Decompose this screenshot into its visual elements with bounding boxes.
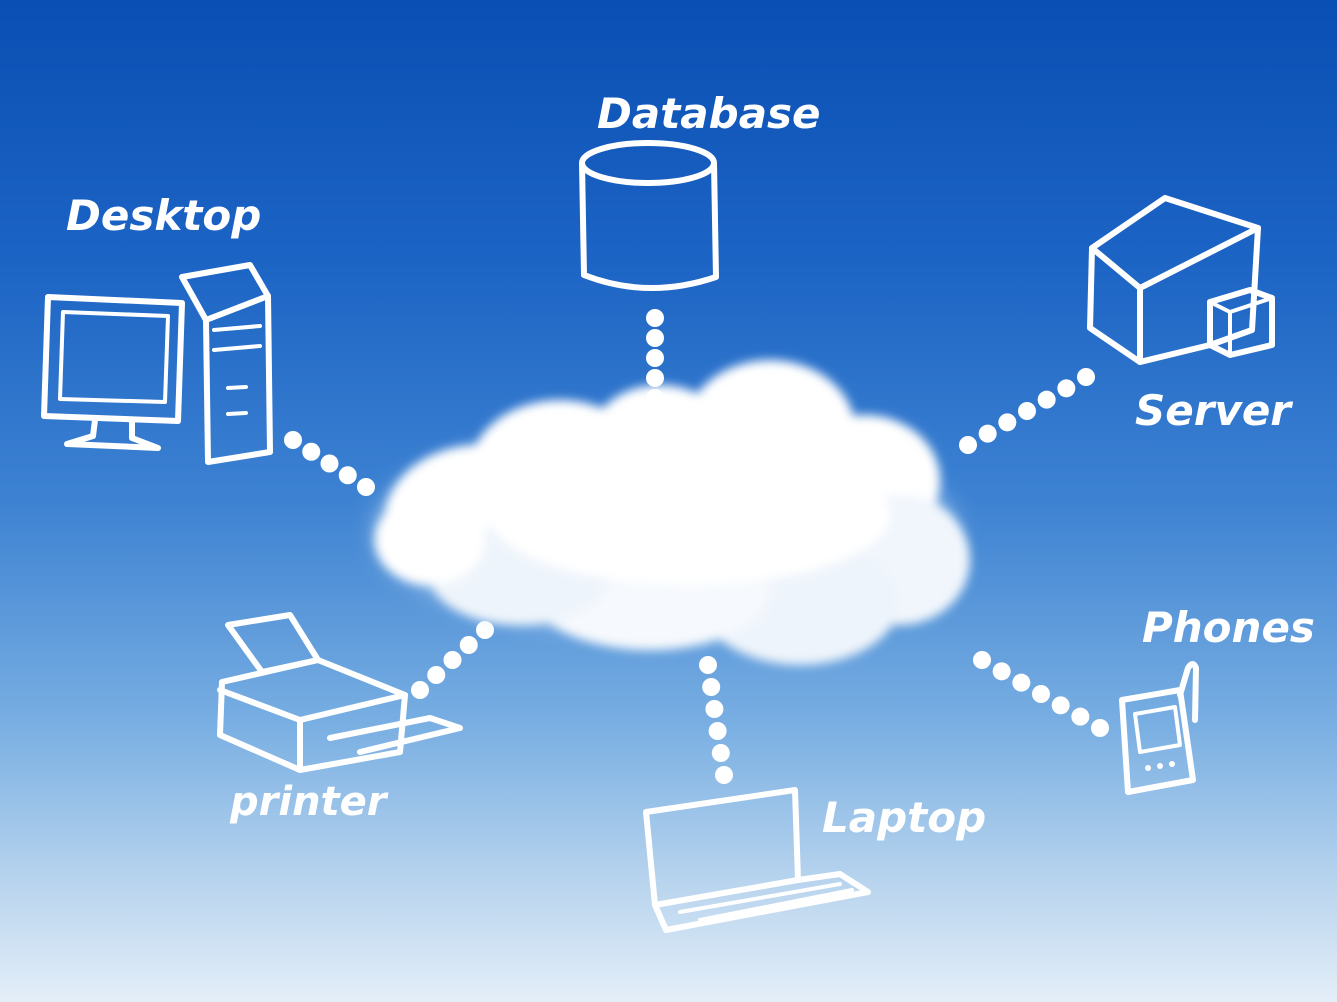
connector-dot-database [646,349,664,367]
connector-dot-laptop [702,678,721,696]
laptop-label: Laptop [822,793,986,842]
server-label: Server [1135,386,1293,435]
database-icon [579,140,719,291]
printer-icon [217,612,463,773]
connector-dot-server [978,424,997,443]
connector-dot-phones [1071,707,1090,726]
database-label: Database [597,89,821,138]
connector-dot-server [1037,390,1056,409]
connector-dot-phones [1032,685,1050,703]
desktop-label: Desktop [66,191,261,240]
connector-dot-server [959,436,977,454]
printer-label: printer [229,779,389,825]
connector-dot-database [646,369,664,387]
connector-dot-laptop [715,766,733,784]
connector-dot-laptop [705,700,724,718]
connector-dot-printer [476,621,494,639]
connector-dot-printer [443,651,462,669]
cloud-icon [375,360,970,665]
laptop-node: Laptop [643,787,986,933]
connector-dot-phones [1012,673,1031,692]
connector-dot-printer [411,681,429,699]
database-node: Database [579,89,821,291]
server-icon [1087,195,1275,365]
connector-dot-phones [992,662,1011,681]
connector-dot-server [998,413,1017,432]
connector-dot-printer [459,636,478,654]
connector-dot-database [646,329,664,347]
desktop-node: Desktop [41,191,273,465]
connector-dot-server [1077,368,1095,386]
connector-dot-database [646,309,664,327]
connector-dot-laptop [711,744,730,762]
connector-dot-printer [427,666,446,684]
phone-icon [1119,661,1199,795]
phones-node: Phones [1119,603,1315,795]
server-node: Server [1087,195,1293,435]
connector-dot-desktop [320,454,339,473]
desktop-computer-icon [41,262,273,465]
connector-dot-phones [973,651,991,669]
connector-dot-server [1057,379,1076,398]
connector-dot-desktop [338,466,357,485]
printer-node: printer [217,612,463,825]
phones-label: Phones [1142,603,1315,652]
connector-edges [284,309,1109,784]
connector-dot-desktop [302,442,321,461]
connector-dot-laptop [699,656,717,674]
connector-dot-phones [1051,696,1070,715]
laptop-icon [643,787,871,933]
connector-dot-server [1018,402,1036,420]
connector-dot-desktop [357,478,375,496]
connector-dot-desktop [284,431,302,449]
connector-dot-phones [1091,719,1109,737]
connector-dot-laptop [708,722,727,740]
